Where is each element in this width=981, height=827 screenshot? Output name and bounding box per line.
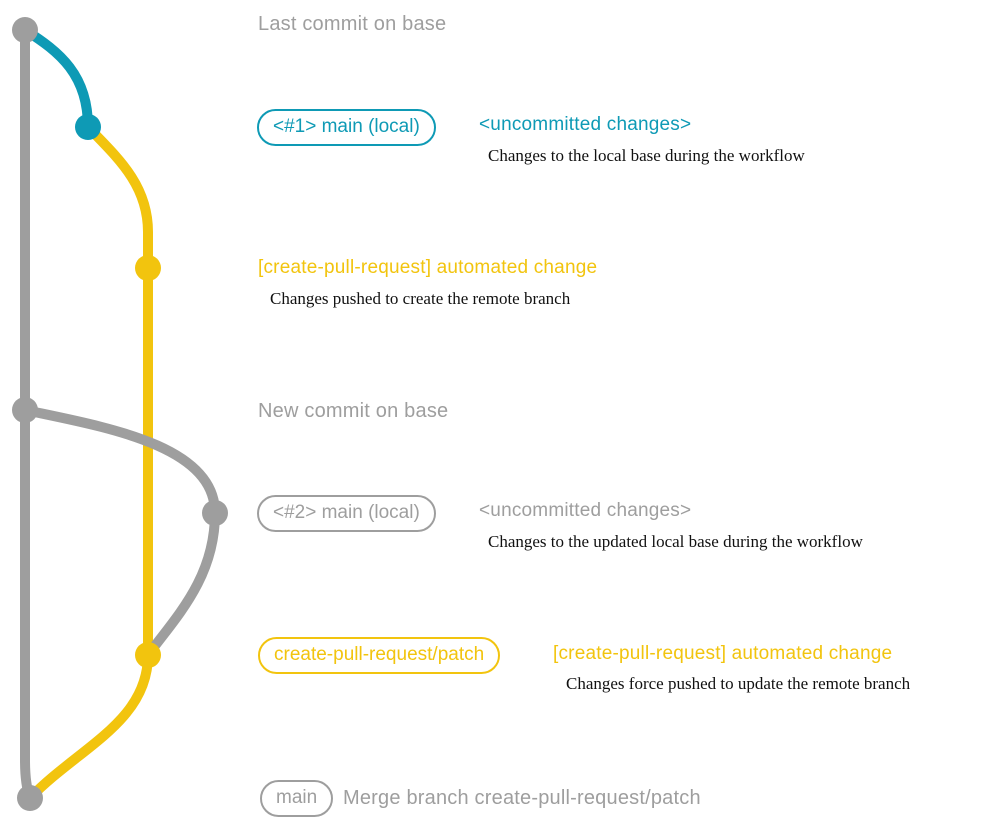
branch-badge-main-local-2: <#2> main (local) [257, 495, 436, 532]
description-push-create-remote: Changes pushed to create the remote bran… [270, 289, 571, 308]
uncommitted-changes-note-1: <uncommitted changes> [479, 114, 692, 135]
commit-node-main-local-2 [202, 500, 228, 526]
last-commit-on-base-label: Last commit on base [258, 13, 447, 35]
uncommitted-changes-note-2: <uncommitted changes> [479, 500, 692, 521]
commit-node-merge [17, 785, 43, 811]
branch-badge-main-local-1: <#1> main (local) [257, 109, 436, 146]
branch-badge-main: main [260, 780, 334, 817]
create-pull-request-branch-line [83, 122, 153, 660]
commit-node-last-base [12, 17, 38, 43]
branch-badge-create-pull-request-patch: create-pull-request/patch [258, 637, 501, 674]
commit-node-new-base [12, 397, 38, 423]
commit-node-automated-change-2 [135, 642, 161, 668]
merge-commit-label: Merge branch create-pull-request/patch [343, 787, 701, 809]
automated-change-label-2: [create-pull-request] automated change [553, 643, 893, 664]
local-main-1-branch-line [20, 25, 93, 132]
description-updated-local-base-changes: Changes to the updated local base during… [488, 532, 863, 551]
automated-change-label-1: [create-pull-request] automated change [258, 257, 598, 278]
commit-node-main-local-1 [75, 114, 101, 140]
new-commit-on-base-label: New commit on base [258, 400, 449, 422]
description-force-push-update-remote: Changes force pushed to update the remot… [566, 674, 911, 693]
commit-node-automated-change-1 [135, 255, 161, 281]
description-local-base-changes: Changes to the local base during the wor… [488, 146, 805, 165]
create-pull-request-merge-line [25, 650, 153, 803]
local-main-2-branch-line [20, 405, 221, 660]
commit-graph [12, 17, 228, 811]
